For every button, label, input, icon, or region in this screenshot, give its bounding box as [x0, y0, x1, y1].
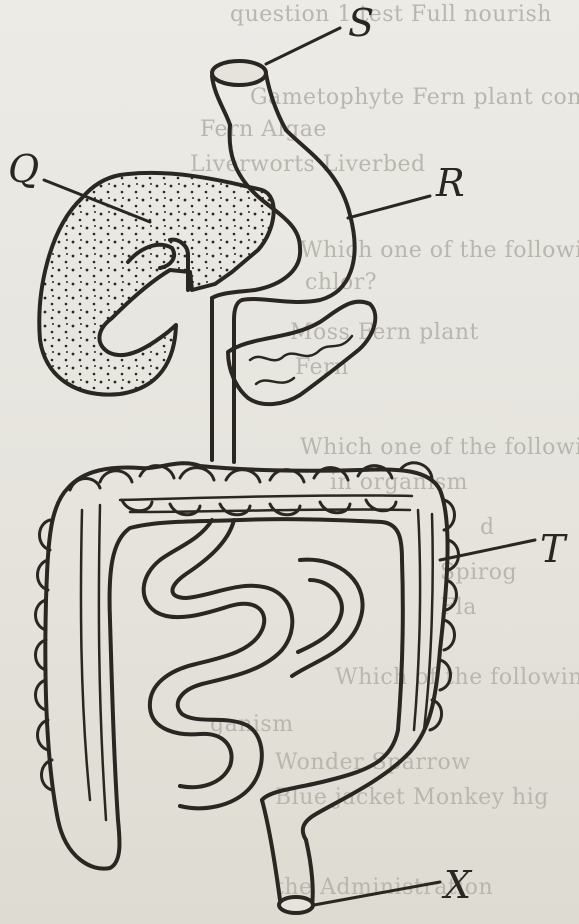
rectum	[262, 800, 313, 906]
label-q: Q	[8, 147, 39, 191]
small-intestine-loop	[292, 560, 363, 676]
colon-inner-line	[81, 495, 433, 820]
label-t: T	[540, 527, 568, 571]
leader-line-x	[314, 882, 440, 905]
small-intestine	[144, 520, 293, 808]
oesophagus-opening	[212, 61, 266, 85]
label-r: R	[435, 161, 465, 205]
leader-line-r	[348, 196, 430, 218]
label-x: X	[441, 863, 473, 907]
label-s: S	[348, 1, 374, 45]
duodenum	[212, 298, 234, 462]
pancreas	[228, 302, 375, 405]
pancreas-ridges	[250, 336, 352, 384]
leader-line-s	[266, 28, 340, 64]
anus-opening	[279, 897, 313, 913]
liver	[39, 173, 273, 395]
